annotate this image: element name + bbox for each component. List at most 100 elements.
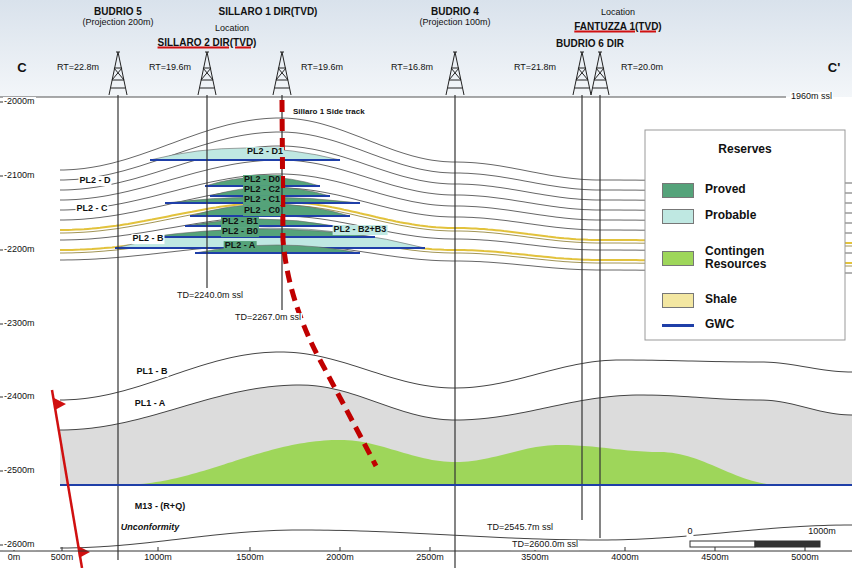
axis-tick bbox=[158, 547, 159, 551]
legend-text: Probable bbox=[704, 209, 816, 222]
rt-elevation: RT=20.0m bbox=[620, 63, 664, 73]
well-line bbox=[117, 95, 118, 560]
layer-label: PL2 - A bbox=[224, 241, 257, 251]
scale-label: 0 bbox=[686, 527, 693, 537]
gwc-line bbox=[150, 159, 340, 161]
layer-label: PL2 - D1 bbox=[246, 147, 284, 157]
rt-elevation: RT=19.6m bbox=[148, 63, 192, 73]
well-note: (Projection 200m) bbox=[81, 18, 154, 28]
well-name: BUDRIO 6 DIR bbox=[555, 38, 625, 49]
axis-label: 2500m bbox=[415, 553, 445, 563]
fault-symbol bbox=[54, 398, 90, 558]
legend-swatch bbox=[662, 209, 694, 224]
well-line bbox=[206, 95, 207, 288]
sidetrack-label: Sillaro 1 Side track bbox=[292, 108, 366, 117]
axis-label: 5000m bbox=[790, 553, 820, 563]
datum-label: 1960m ssl bbox=[790, 92, 833, 102]
gwc-line bbox=[60, 484, 852, 486]
legend-swatch bbox=[662, 293, 694, 308]
well-note: Location bbox=[214, 24, 250, 34]
derrick-symbol bbox=[446, 52, 464, 95]
grey-region bbox=[60, 385, 852, 485]
depth-label: -2100m bbox=[3, 171, 36, 181]
axis-label: 2000m bbox=[325, 553, 355, 563]
well-name: SILLARO 1 DIR(TVD) bbox=[218, 6, 319, 17]
rt-elevation: RT=21.8m bbox=[513, 63, 557, 73]
layer-label: PL2 - C0 bbox=[243, 206, 281, 216]
axis-label: 4000m bbox=[610, 553, 640, 563]
td-label: TD=2267.0m ssl bbox=[234, 313, 302, 323]
horizon-line bbox=[60, 244, 852, 273]
axis-tick bbox=[62, 547, 63, 551]
axis-tick bbox=[805, 547, 806, 551]
legend-text: Contingen Resources bbox=[704, 245, 816, 271]
gwc-line bbox=[195, 252, 360, 254]
derrick-symbol bbox=[198, 52, 216, 95]
legend-swatch bbox=[662, 251, 694, 266]
axis-tick bbox=[250, 547, 251, 551]
layer-label: PL2 - C2 bbox=[243, 185, 281, 195]
gwc-line bbox=[150, 236, 375, 238]
section-end: C' bbox=[827, 61, 841, 75]
axis-label: 1000m bbox=[143, 553, 173, 563]
well-line bbox=[581, 95, 582, 520]
layer-label: PL1 - B bbox=[135, 367, 168, 377]
header-band bbox=[0, 0, 852, 97]
depth-label: -2000m bbox=[3, 97, 36, 107]
layer-label: PL2 - C bbox=[75, 204, 108, 214]
well-name: BUDRIO 5 bbox=[93, 6, 143, 17]
layer-label: PL2 - B bbox=[131, 234, 164, 244]
derrick-symbol bbox=[109, 52, 127, 95]
legend-text: GWC bbox=[704, 318, 816, 331]
td-label: TD=2600.0m ssl bbox=[511, 540, 579, 550]
legend-text: Proved bbox=[704, 183, 816, 196]
x-axis bbox=[0, 551, 852, 552]
axis-label: 1500m bbox=[235, 553, 265, 563]
legend-title: Reserves bbox=[717, 143, 772, 156]
fault-line bbox=[52, 390, 82, 568]
depth-label: -2500m bbox=[3, 466, 36, 476]
derrick-symbol bbox=[573, 52, 591, 95]
well-name: SILLARO 2 DIR(TVD) bbox=[157, 37, 258, 48]
layer-label: PL2 - D bbox=[78, 176, 111, 186]
axis-tick bbox=[625, 547, 626, 551]
reservoir-lens bbox=[150, 148, 340, 160]
layer-label: PL2 - B0 bbox=[221, 227, 259, 237]
legend-box bbox=[645, 130, 845, 340]
rt-elevation: RT=22.8m bbox=[56, 63, 100, 73]
contingent-region bbox=[120, 440, 780, 485]
axis-label: 500m bbox=[50, 553, 75, 563]
layer-label: PL2 - D0 bbox=[243, 175, 281, 185]
rt-elevation: RT=19.6m bbox=[300, 63, 344, 73]
well-line bbox=[454, 95, 455, 568]
depth-label: -2300m bbox=[3, 319, 36, 329]
well-line bbox=[599, 95, 600, 538]
depth-label: -2400m bbox=[3, 392, 36, 402]
derrick-symbol bbox=[591, 52, 609, 95]
axis-label: 0m bbox=[7, 553, 22, 563]
scale-bar bbox=[690, 541, 755, 547]
td-label: TD=2240.0m ssl bbox=[176, 291, 244, 301]
scale-label: 1000m bbox=[807, 527, 837, 537]
td-label: TD=2545.7m ssl bbox=[486, 523, 554, 533]
well-note: Location bbox=[600, 8, 636, 18]
axis-tick bbox=[340, 547, 341, 551]
layer-label: PL2 - C1 bbox=[243, 195, 281, 205]
layer-label: M13 - (R+Q) bbox=[134, 502, 186, 512]
scale-bar bbox=[755, 541, 820, 547]
horizon-line bbox=[60, 385, 852, 430]
reservoir-lens bbox=[195, 245, 360, 253]
sidetrack-path bbox=[282, 100, 376, 466]
rt-elevation: RT=16.8m bbox=[390, 63, 434, 73]
legend-line-sample bbox=[662, 324, 694, 327]
well-note: (Projection 100m) bbox=[418, 18, 491, 28]
reservoir-lens bbox=[190, 204, 350, 216]
legend-swatch bbox=[662, 183, 694, 198]
well-name: FANTUZZA 1(TVD) bbox=[573, 21, 662, 32]
horizon-line bbox=[60, 352, 852, 400]
well-name: BUDRIO 4 bbox=[430, 6, 480, 17]
layer-label: PL2 - B2+B3 bbox=[333, 225, 388, 235]
depth-label: -2600m bbox=[3, 540, 36, 550]
derrick-symbol bbox=[273, 52, 291, 95]
